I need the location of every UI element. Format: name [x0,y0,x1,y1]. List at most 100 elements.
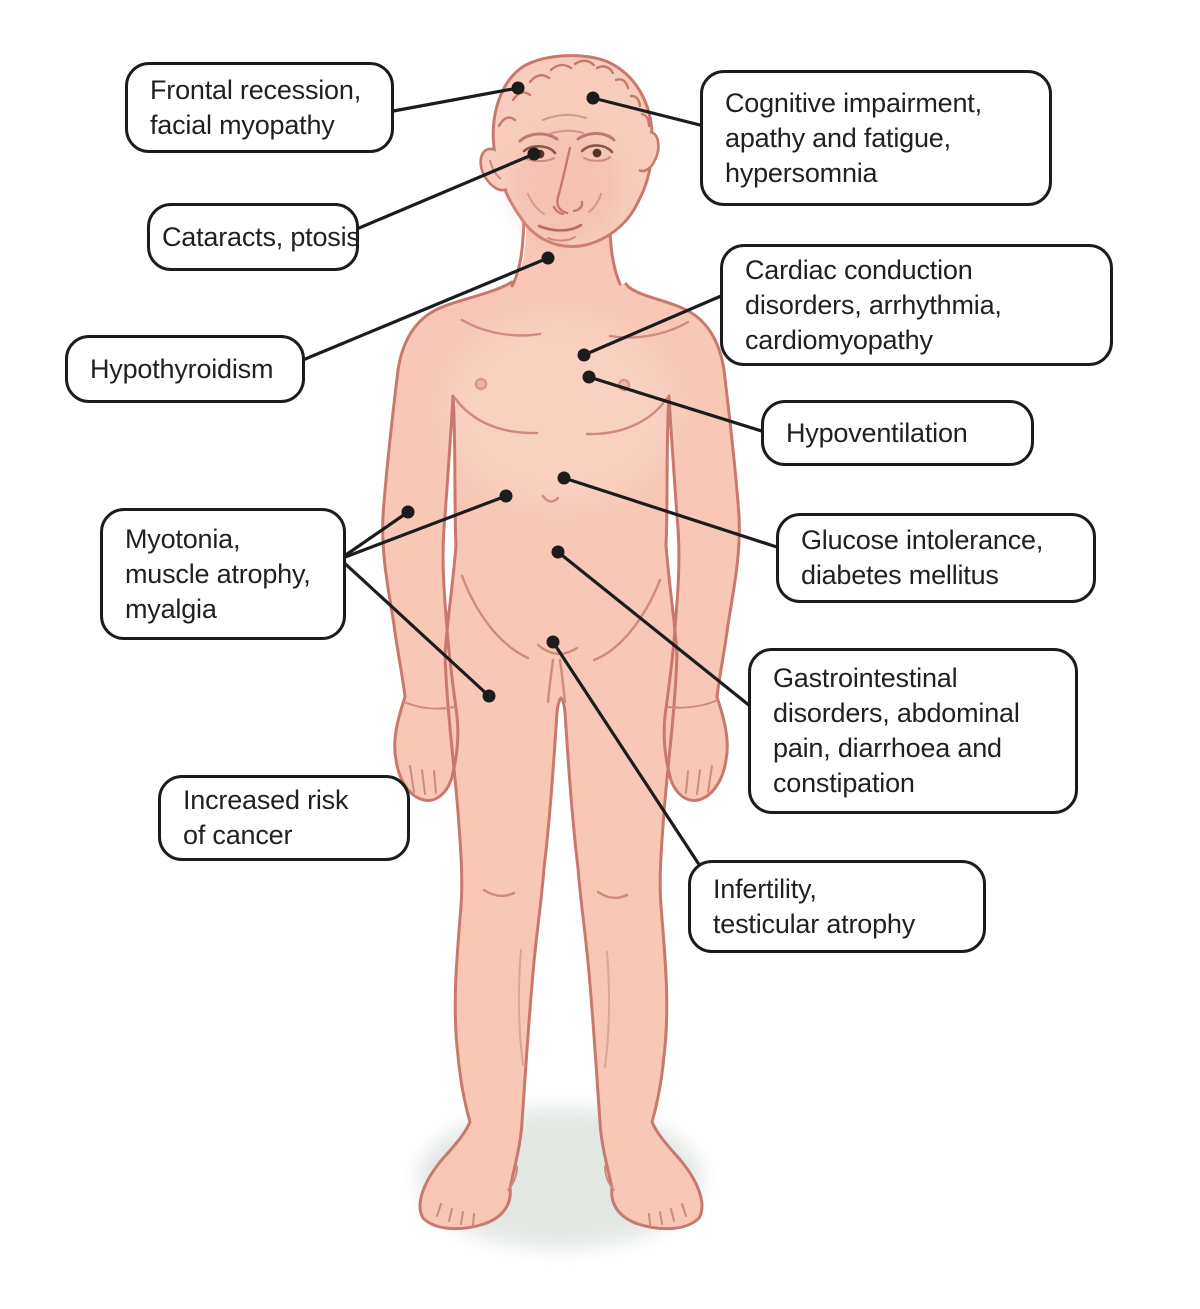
label-text: disorders, arrhythmia, [745,289,1002,320]
groin-crease-right [558,658,567,704]
connector-line-gastrointestinal [556,550,757,712]
right-wrist-crease [667,699,719,709]
chest-highlight [445,315,675,505]
label-cardiac: Cardiac conduction disorders, arrhythmia… [720,244,1113,366]
label-cataracts-ptosis: Cataracts, ptosis [147,203,360,271]
body-point-infertility [546,635,560,649]
body-point-myotonia [482,689,496,703]
right-iliac-line [592,578,662,662]
head [479,54,660,248]
hair [497,59,651,128]
label-cognitive-impairment: Cognitive impairment, apathy and fatigue… [700,70,1052,206]
connector-line-hypothyroidism [296,256,550,364]
left-upper-lid [522,145,557,155]
label-text: myalgia [125,593,217,624]
nose [552,146,584,216]
cheek-lines [527,193,602,215]
label-text: Increased risk [183,785,349,815]
body-point-myotonia [401,505,415,519]
label-text: Glucose intolerance, [801,525,1044,555]
label-text: muscle atrophy, [125,558,311,589]
left-toe-lines [436,1203,475,1226]
left-shin-line [517,949,524,1066]
body-point-myotonia [499,489,513,503]
body-point-frontal-recession [511,81,525,95]
connector-line-frontal-recession [386,86,520,114]
right-iris [592,148,602,158]
label-text: apathy and fatigue, [725,122,951,153]
connector-line-myotonia [338,510,410,561]
body-silhouette [382,282,740,1229]
connector-line-hypoventilation [587,375,770,435]
connector-line-infertility [551,640,702,868]
eyebrows [518,132,616,143]
label-text: pain, diarrhoea and [773,733,1002,763]
label-text: facial myopathy [150,109,335,140]
left-finger-lines [409,765,437,795]
label-hypoventilation: Hypoventilation [761,400,1034,466]
label-text: cardiomyopathy [745,324,933,355]
body-point-cataracts-ptosis [527,147,541,161]
left-knee-line [482,888,516,898]
label-text: Cardiac conduction [745,254,973,285]
right-upper-lid [580,144,614,154]
label-text: of cancer [183,820,293,850]
body-details [403,318,719,1226]
connector-line-glucose-intolerance [562,476,785,551]
label-text: hypersomnia [725,157,878,188]
label-text: Gastrointestinal [773,663,958,693]
label-text: disorders, abdominal [773,698,1020,728]
groin-crease-left [546,658,555,704]
label-gastrointestinal: Gastrointestinal disorders, abdominal pa… [748,648,1078,814]
label-increased-risk-cancer: Increased risk of cancer [158,775,410,861]
label-infertility: Infertility, testicular atrophy [688,860,986,953]
label-text: diabetes mellitus [801,560,999,590]
body-point-cognitive-impairment [586,91,600,105]
connector-line-myotonia [338,494,508,561]
right-pec-line [585,396,669,436]
left-collarbone [460,318,542,337]
connector-line-cardiac [582,291,730,357]
right-ear [638,130,660,173]
right-collarbone [608,320,690,339]
right-foot-arch [604,1165,615,1191]
connector-layer [296,81,785,868]
left-pec-line [453,396,539,435]
label-text: Cognitive impairment, [725,87,982,118]
body-point-hypoventilation [582,370,596,384]
label-text: Cataracts, ptosis [162,221,360,252]
label-text: Hypoventilation [786,417,968,448]
body-point-hypothyroidism [541,251,555,265]
label-myotonia: Myotonia, muscle atrophy, myalgia [100,508,346,640]
label-text: Myotonia, [125,523,241,554]
right-finger-lines [685,765,713,795]
left-nipple [474,377,488,391]
left-foot-arch [507,1165,518,1191]
mouth [537,223,583,242]
left-lower-lid [526,157,555,163]
connector-line-cognitive-impairment [591,96,710,129]
body-point-cardiac [577,348,591,362]
connector-line-myotonia [338,557,491,698]
label-text: Infertility, [713,873,817,904]
label-text: constipation [773,768,915,798]
body-outline [381,280,741,1231]
left-wrist-crease [403,701,455,710]
label-text: testicular atrophy [713,908,915,939]
right-knee-line [596,890,629,900]
forehead-wrinkles [541,113,588,136]
label-text: Hypothyroidism [90,353,274,384]
body-point-glucose-intolerance [557,471,571,485]
right-shin-line [604,951,611,1068]
body-point-gastrointestinal [551,545,565,559]
right-toe-lines [648,1203,687,1226]
label-frontal-recession: Frontal recession, facial myopathy [125,62,394,153]
connector-line-cataracts-ptosis [350,152,536,233]
left-iliac-line [460,574,530,660]
label-hypothyroidism: Hypothyroidism [65,335,305,403]
pubic-line [536,643,579,655]
navel [541,494,560,503]
label-glucose-intolerance: Glucose intolerance, diabetes mellitus [776,513,1096,603]
right-lower-lid [583,156,611,162]
